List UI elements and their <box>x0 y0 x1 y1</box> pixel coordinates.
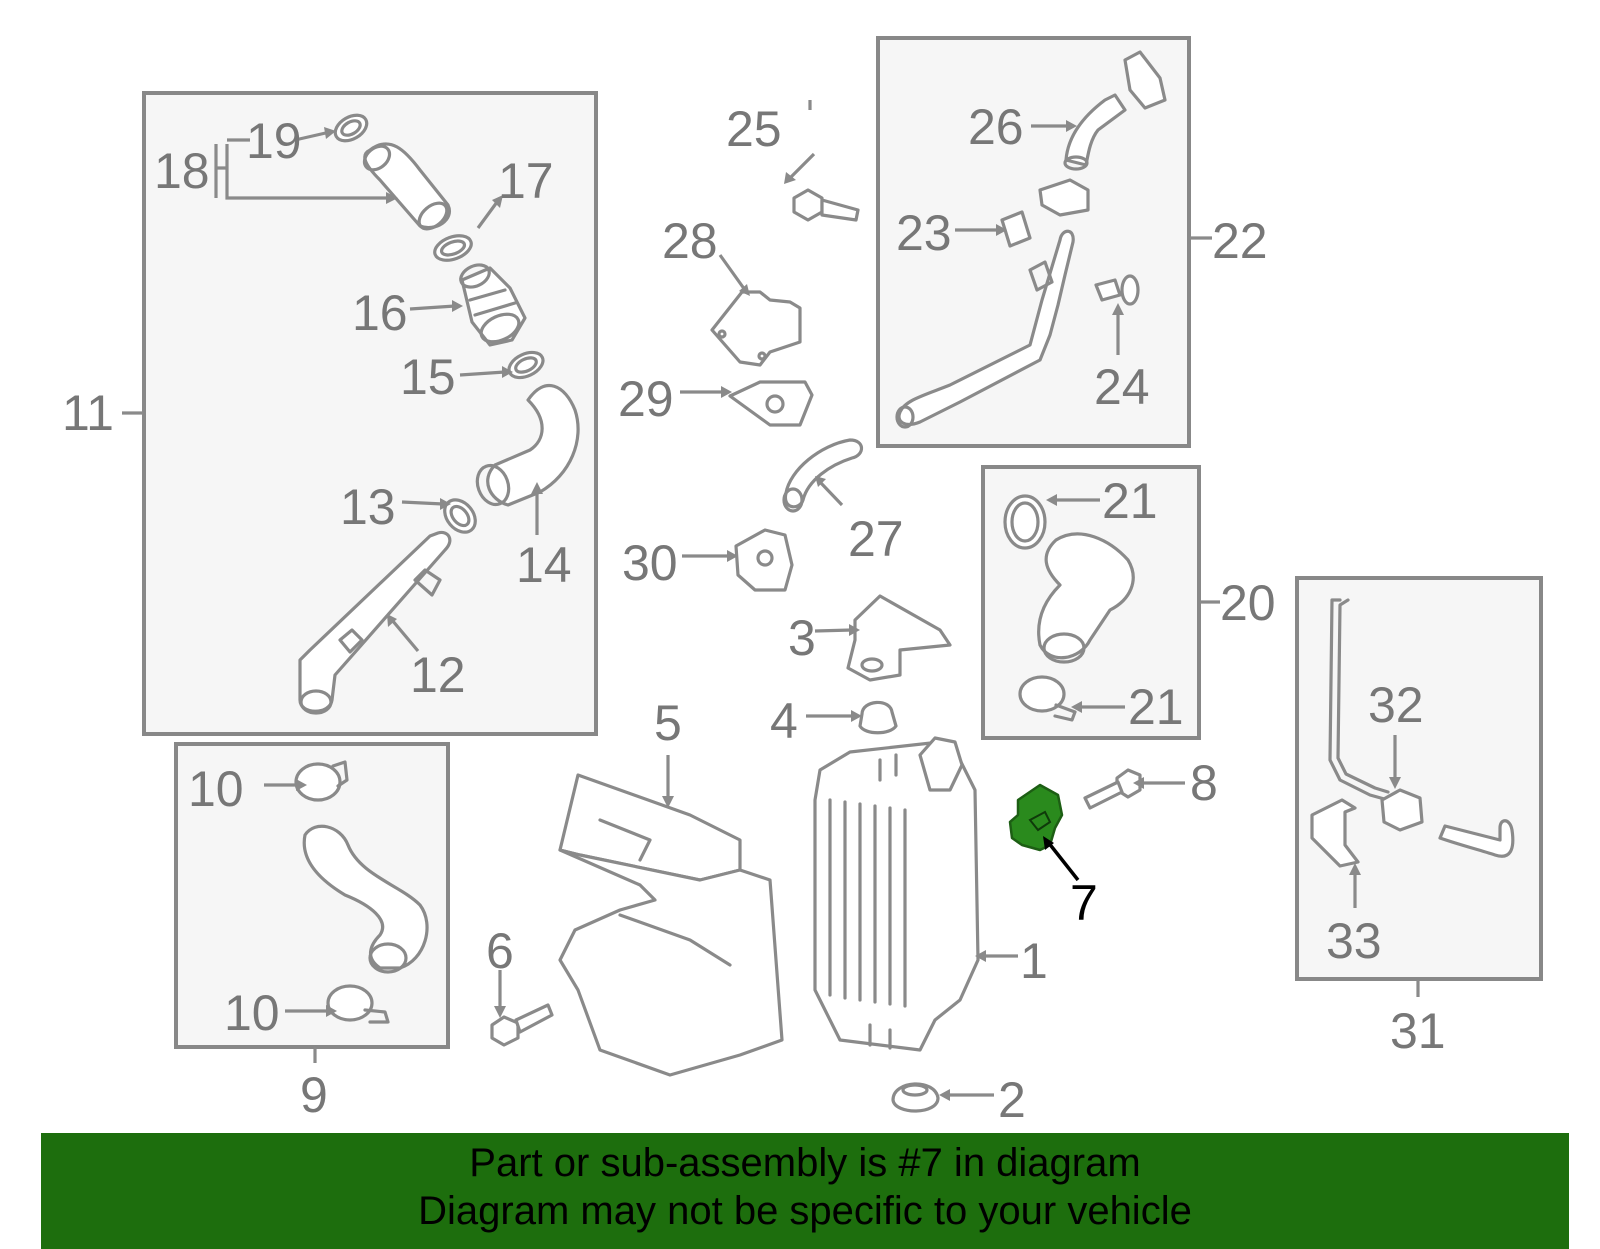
group-box-22 <box>876 36 1191 448</box>
label-13: 13 <box>340 479 396 535</box>
banner-line-2: Diagram may not be specific to your vehi… <box>418 1189 1192 1233</box>
part-12-pipe[interactable] <box>298 530 452 715</box>
label-3: 3 <box>788 610 816 666</box>
part-10-clamp-bottom[interactable] <box>326 984 390 1024</box>
label-16: 16 <box>352 285 408 341</box>
label-6: 6 <box>486 923 514 979</box>
label-10-bottom: 10 <box>224 985 280 1041</box>
label-25: 25 <box>726 101 782 157</box>
part-21-clamp-top[interactable] <box>1003 494 1047 550</box>
part-24-bolt[interactable] <box>1094 274 1140 306</box>
arrowheads <box>296 120 1401 1101</box>
part-8-bolt[interactable] <box>1083 768 1142 810</box>
label-11: 11 <box>62 385 114 441</box>
label-24: 24 <box>1094 359 1150 415</box>
part-33-bracket[interactable] <box>1310 798 1360 868</box>
part-23-grommet[interactable] <box>1000 210 1032 248</box>
label-18: 18 <box>154 143 210 199</box>
label-1: 1 <box>1020 933 1048 989</box>
part-2-grommet[interactable] <box>891 1082 940 1113</box>
label-12: 12 <box>410 647 466 703</box>
label-9: 9 <box>300 1067 328 1123</box>
part-3-mount[interactable] <box>846 594 952 682</box>
label-32: 32 <box>1368 677 1424 733</box>
info-banner: Part or sub-assembly is #7 in diagram Di… <box>41 1133 1569 1249</box>
part-4-grommet[interactable] <box>858 700 898 735</box>
part-16-resonator[interactable] <box>457 261 527 348</box>
label-19: 19 <box>246 113 302 169</box>
parts-diagram: 11 18 19 17 16 15 14 13 12 10 10 9 25 28… <box>62 36 1543 1128</box>
label-30: 30 <box>622 535 678 591</box>
part-7-sensor-highlighted[interactable] <box>1008 783 1064 852</box>
part-31-hose[interactable] <box>1328 598 1515 858</box>
part-1-intercooler[interactable] <box>813 736 980 1052</box>
part-6-bolt[interactable] <box>490 1003 554 1047</box>
label-21-bottom: 21 <box>1128 679 1184 735</box>
part-13-clamp[interactable] <box>438 494 481 538</box>
part-28-bracket[interactable] <box>710 290 802 367</box>
label-28: 28 <box>662 213 718 269</box>
label-20: 20 <box>1220 575 1276 631</box>
label-23: 23 <box>896 205 952 261</box>
label-7-highlighted: 7 <box>1070 875 1098 931</box>
label-10-top: 10 <box>188 761 244 817</box>
label-14: 14 <box>516 537 572 593</box>
label-15: 15 <box>400 349 456 405</box>
label-22: 22 <box>1212 213 1268 269</box>
part-18-hose[interactable] <box>360 141 452 234</box>
part-30-bracket[interactable] <box>734 528 794 592</box>
part-29-gasket[interactable] <box>728 380 814 427</box>
part-17-clamp[interactable] <box>431 231 474 265</box>
label-5: 5 <box>654 695 682 751</box>
label-29: 29 <box>618 371 674 427</box>
part-20-hose[interactable] <box>1037 532 1135 664</box>
part-15-clamp[interactable] <box>505 347 547 382</box>
part-27-hose[interactable] <box>782 438 864 513</box>
label-31: 31 <box>1390 1003 1446 1059</box>
part-19-clamp[interactable] <box>331 110 371 146</box>
label-33: 33 <box>1326 913 1382 969</box>
label-26: 26 <box>968 99 1024 155</box>
part-22-pipe[interactable] <box>895 229 1075 429</box>
label-27: 27 <box>848 511 904 567</box>
label-17: 17 <box>498 153 554 209</box>
leader-lines <box>122 100 1420 1097</box>
part-21-clamp-bottom[interactable] <box>1018 675 1077 722</box>
part-26-hose[interactable] <box>1063 50 1167 171</box>
label-4: 4 <box>770 693 798 749</box>
part-22-hose-clamp[interactable] <box>1038 178 1090 217</box>
banner-line-1: Part or sub-assembly is #7 in diagram <box>469 1141 1141 1185</box>
label-21-top: 21 <box>1102 473 1158 529</box>
part-5-air-guide[interactable] <box>558 773 784 1077</box>
label-8: 8 <box>1190 755 1218 811</box>
part-32-valve[interactable] <box>1380 788 1424 832</box>
part-25-bolt[interactable] <box>792 188 860 222</box>
part-9-hose[interactable] <box>302 824 429 974</box>
label-2: 2 <box>998 1072 1026 1128</box>
